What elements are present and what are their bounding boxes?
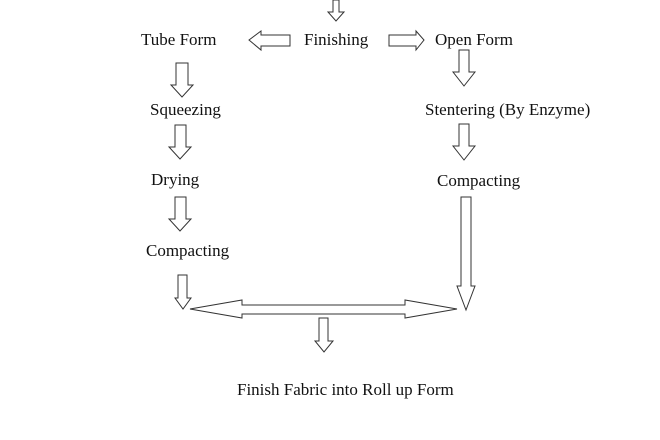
- arrow-right-to-open-form: [388, 29, 425, 52]
- arrow-down-to-squeezing: [169, 62, 195, 98]
- double-arrow-merge: [189, 299, 458, 319]
- node-compacting-left: Compacting: [146, 241, 230, 260]
- arrow-down-into-finishing: [326, 0, 346, 22]
- arrow-down-to-merge-right: [456, 196, 476, 312]
- arrow-down-to-compacting-left: [167, 196, 193, 232]
- node-open-form: Open Form: [435, 30, 513, 49]
- arrow-left-to-tube-form: [248, 30, 291, 52]
- node-squeezing: Squeezing: [150, 100, 221, 119]
- arrow-down-to-final: [313, 317, 335, 353]
- arrow-down-to-drying: [167, 124, 193, 160]
- node-final: Finish Fabric into Roll up Form: [237, 380, 454, 399]
- node-finishing: Finishing: [304, 30, 369, 49]
- node-compacting-right: Compacting: [437, 171, 521, 190]
- arrow-down-to-merge-left: [174, 274, 192, 310]
- node-drying: Drying: [151, 170, 200, 189]
- node-tube-form: Tube Form: [141, 30, 217, 49]
- arrow-down-to-stentering: [451, 49, 477, 87]
- arrow-down-to-compacting-right: [451, 123, 477, 161]
- node-stentering: Stentering (By Enzyme): [425, 100, 591, 119]
